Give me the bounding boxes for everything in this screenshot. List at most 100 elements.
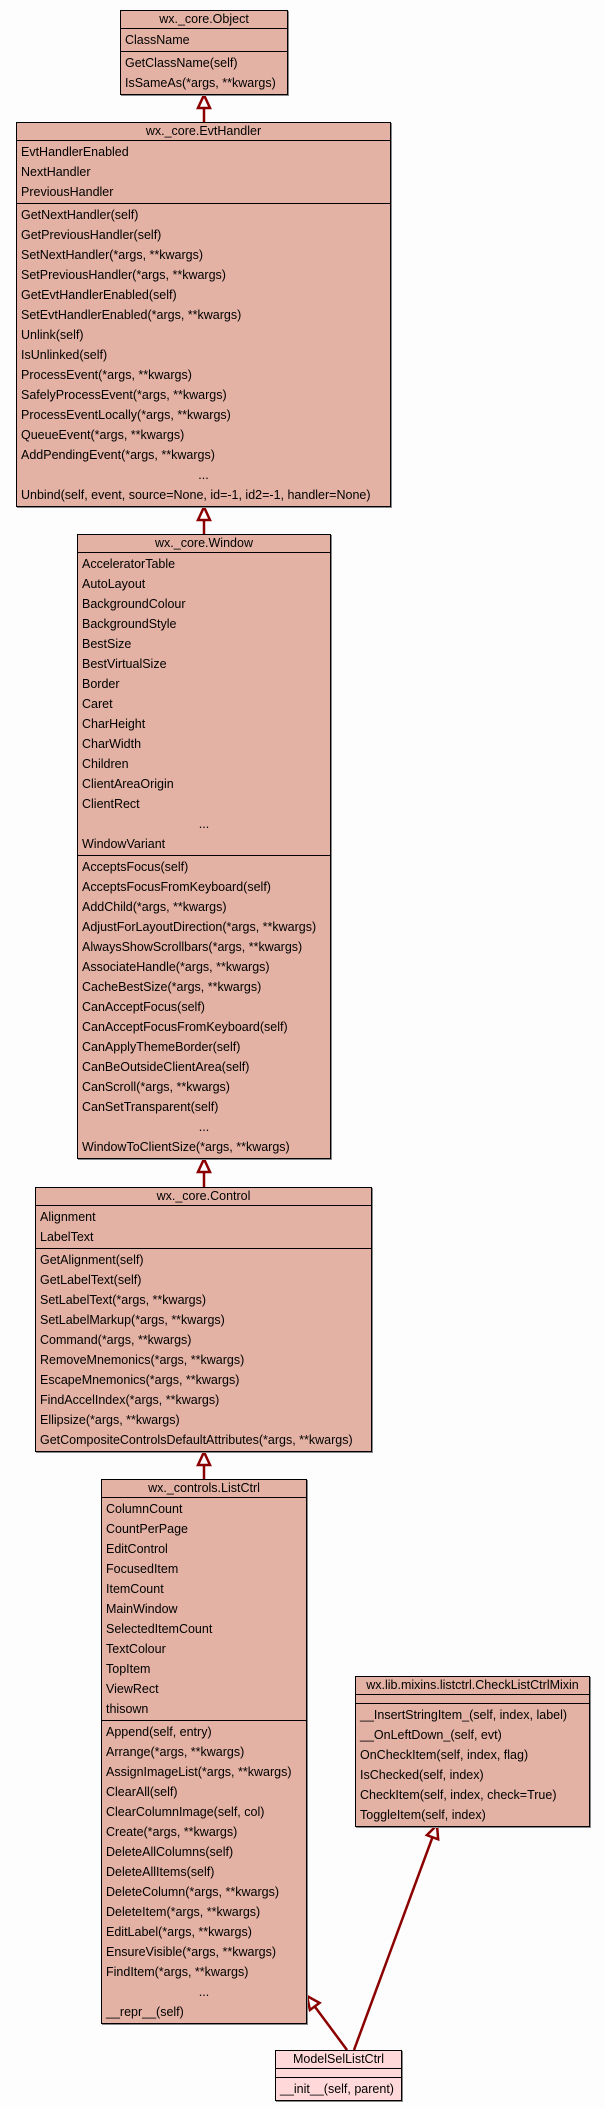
attribute-item: Border [82, 677, 120, 691]
method-item: GetCompositeControlsDefaultAttributes(*a… [40, 1433, 353, 1447]
attribute-item: CountPerPage [106, 1522, 189, 1536]
inheritance-arrowhead-icon [196, 92, 212, 110]
method-item: AdjustForLayoutDirection(*args, **kwargs… [82, 920, 317, 934]
ellipsis: ... [198, 1120, 210, 1134]
class-name: wx.lib.mixins.listctrl.CheckListCtrlMixi… [356, 1677, 589, 1695]
method-item: SetEvtHandlerEnabled(*args, **kwargs) [21, 308, 242, 322]
method-item: AcceptsFocusFromKeyboard(self) [82, 880, 271, 894]
method-item: Create(*args, **kwargs) [106, 1825, 238, 1839]
method-item: DeleteAllItems(self) [106, 1865, 215, 1879]
method-item: AssociateHandle(*args, **kwargs) [82, 960, 270, 974]
methods-section: Append(self, entry) Arrange(*args, **kwar… [102, 1721, 306, 2023]
attribute-item: ItemCount [106, 1582, 164, 1596]
method-item: __InsertStringItem_(self, index, label) [360, 1708, 568, 1722]
ellipsis: ... [198, 817, 210, 831]
attribute-item: WindowVariant [82, 837, 166, 851]
method-item: GetClassName(self) [125, 56, 238, 70]
class-name: wx._core.Object [121, 11, 287, 29]
method-item: GetAlignment(self) [40, 1253, 144, 1267]
method-item: ProcessEventLocally(*args, **kwargs) [21, 408, 231, 422]
attributes-section [276, 2069, 401, 2078]
attribute-item: Caret [82, 697, 113, 711]
attribute-item: LabelText [40, 1230, 94, 1244]
method-item: SetLabelMarkup(*args, **kwargs) [40, 1313, 225, 1327]
attribute-item: ColumnCount [106, 1502, 183, 1516]
class-box-checklistctrlmixin[interactable]: wx.lib.mixins.listctrl.CheckListCtrlMixi… [355, 1676, 590, 1827]
attribute-item: AutoLayout [82, 577, 146, 591]
method-item: CanAcceptFocusFromKeyboard(self) [82, 1020, 288, 1034]
method-item: CanApplyThemeBorder(self) [82, 1040, 241, 1054]
class-name: wx._core.EvtHandler [17, 123, 390, 141]
method-item: Command(*args, **kwargs) [40, 1333, 192, 1347]
attribute-item: Children [82, 757, 129, 771]
attribute-item: BackgroundColour [82, 597, 186, 611]
class-box-modelsellistctrl[interactable]: ModelSelListCtrl __init__(self, parent) [275, 2050, 402, 2101]
attribute-item: BestSize [82, 637, 132, 651]
ellipsis: ... [198, 1985, 210, 1999]
methods-section: AcceptsFocus(self) AcceptsFocusFromKeyboa… [78, 856, 330, 1158]
attribute-item: ClientAreaOrigin [82, 777, 174, 791]
class-name: ModelSelListCtrl [276, 2051, 401, 2069]
method-item: SetLabelText(*args, **kwargs) [40, 1293, 207, 1307]
class-name: wx._core.Control [36, 1188, 371, 1206]
ellipsis: ... [198, 468, 209, 482]
attribute-item: Alignment [40, 1210, 96, 1224]
method-item: RemoveMnemonics(*args, **kwargs) [40, 1353, 245, 1367]
method-item: WindowToClientSize(*args, **kwargs) [82, 1140, 290, 1154]
inheritance-arrowhead-icon [196, 1449, 212, 1467]
attribute-item: ClassName [125, 33, 190, 47]
method-item: CanBeOutsideClientArea(self) [82, 1060, 250, 1074]
method-item: AddChild(*args, **kwargs) [82, 900, 227, 914]
attribute-item: CharWidth [82, 737, 142, 751]
attribute-item: NextHandler [21, 165, 91, 179]
inheritance-edge [352, 1836, 434, 2051]
inheritance-arrowhead-icon [305, 1993, 322, 2013]
methods-section: __InsertStringItem_(self, index, label) _… [356, 1704, 589, 1826]
method-item: CheckItem(self, index, check=True) [360, 1788, 557, 1802]
method-item: __OnLeftDown_(self, evt) [360, 1728, 502, 1742]
method-item: GetEvtHandlerEnabled(self) [21, 288, 177, 302]
method-item: SafelyProcessEvent(*args, **kwargs) [21, 388, 227, 402]
method-item: Arrange(*args, **kwargs) [106, 1745, 245, 1759]
class-name: wx._core.Window [78, 535, 330, 553]
method-item: AlwaysShowScrollbars(*args, **kwargs) [82, 940, 303, 954]
method-item: AddPendingEvent(*args, **kwargs) [21, 448, 215, 462]
attribute-item: ClientRect [82, 797, 140, 811]
attribute-item: TopItem [106, 1662, 151, 1676]
method-item: OnCheckItem(self, index, flag) [360, 1748, 529, 1762]
method-item: CacheBestSize(*args, **kwargs) [82, 980, 262, 994]
method-item: Append(self, entry) [106, 1725, 212, 1739]
method-item: DeleteColumn(*args, **kwargs) [106, 1885, 279, 1899]
attribute-item: CharHeight [82, 717, 146, 731]
method-item: AcceptsFocus(self) [82, 860, 189, 874]
methods-section: GetClassName(self)IsSameAs(*args, **kwar… [121, 52, 287, 94]
method-item: SetNextHandler(*args, **kwargs) [21, 248, 204, 262]
method-item: DeleteItem(*args, **kwargs) [106, 1905, 261, 1919]
method-item: GetPreviousHandler(self) [21, 228, 162, 242]
attribute-item: EditControl [106, 1542, 168, 1556]
method-item: ToggleItem(self, index) [360, 1808, 486, 1822]
attribute-item: EvtHandlerEnabled [21, 145, 129, 159]
method-item: Unbind(self, event, source=None, id=-1, … [21, 488, 371, 502]
method-item: IsUnlinked(self) [21, 348, 108, 362]
inheritance-arrowhead-icon [196, 1156, 212, 1174]
attribute-item: SelectedItemCount [106, 1622, 213, 1636]
method-item: DeleteAllColumns(self) [106, 1845, 234, 1859]
attribute-item: BackgroundStyle [82, 617, 177, 631]
method-item: FindAccelIndex(*args, **kwargs) [40, 1393, 220, 1407]
inheritance-arrowhead-icon [196, 504, 212, 522]
method-item: AssignImageList(*args, **kwargs) [106, 1765, 292, 1779]
method-item: ClearAll(self) [106, 1785, 178, 1799]
methods-section: __init__(self, parent) [276, 2078, 401, 2100]
method-item: FindItem(*args, **kwargs) [106, 1965, 249, 1979]
method-item: EscapeMnemonics(*args, **kwargs) [40, 1373, 240, 1387]
